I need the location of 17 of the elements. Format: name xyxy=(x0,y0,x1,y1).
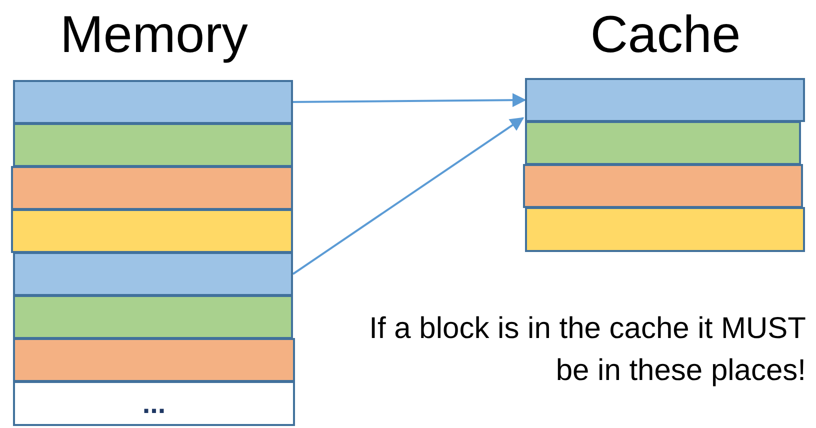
memory-block xyxy=(13,338,295,382)
arrow xyxy=(293,93,526,108)
memory-block xyxy=(13,80,293,124)
memory-block: ... xyxy=(13,381,295,426)
arrow xyxy=(292,117,524,275)
cache-block xyxy=(525,207,805,252)
memory-block xyxy=(11,166,293,210)
memory-block xyxy=(11,209,293,253)
memory-block xyxy=(13,123,293,167)
cache-block xyxy=(523,164,803,208)
cache-block xyxy=(525,78,805,122)
cache-block xyxy=(525,121,801,165)
stack-heading: Memory xyxy=(59,5,249,66)
note-text: If a block is in the cache it MUST be in these places! xyxy=(368,311,806,389)
memory-block xyxy=(13,295,293,339)
memory-block xyxy=(13,252,293,296)
stack-heading: Cache xyxy=(589,5,742,66)
